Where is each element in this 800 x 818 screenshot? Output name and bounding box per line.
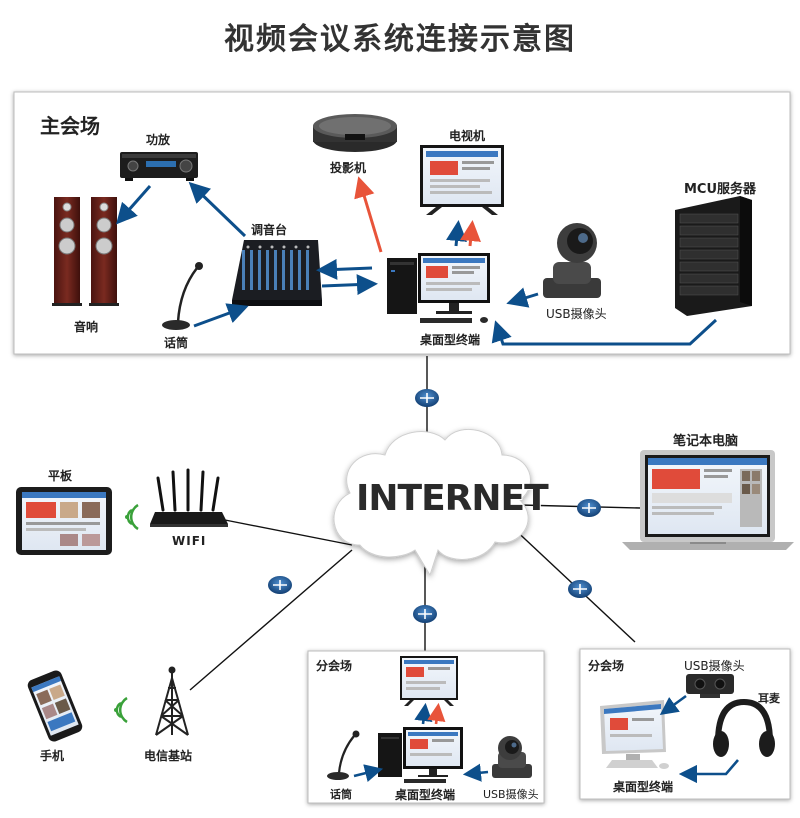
- branch1-usb-camera-label: USB摄像头: [483, 788, 539, 801]
- main-microphone-label: 话筒: [164, 336, 189, 350]
- power-amp-device: [120, 152, 198, 181]
- projector-label: 投影机: [330, 161, 367, 175]
- branch1-microphone-device: [327, 730, 360, 780]
- router-node-branch2: [568, 580, 592, 598]
- phone-label: 手机: [40, 749, 65, 763]
- tablet-device: [16, 487, 112, 555]
- branch1-desktop-terminal-device: [378, 727, 463, 783]
- arrow-mcu-to-desktop: [491, 318, 718, 346]
- main-tv-device: [420, 145, 504, 215]
- phone-wifi-signal-icon: [114, 696, 128, 724]
- branch2-headset-device: [713, 698, 775, 757]
- arrow-amp-to-speakers: [116, 185, 152, 225]
- phone-device: [27, 670, 83, 742]
- arrow-b1-mic-to-desktop: [353, 764, 384, 782]
- arrow-desktop-to-tv-red: [460, 220, 481, 247]
- arrow-b1-desktop-to-tv: [414, 702, 433, 725]
- branch1-usb-camera-device: [492, 736, 532, 778]
- router-node-laptop: [577, 499, 601, 517]
- branch1-desktop-terminal-label: 桌面型终端: [395, 788, 456, 802]
- internet-cloud: [333, 428, 531, 577]
- mixer-label: 调音台: [251, 223, 288, 237]
- laptop-label: 笔记本电脑: [673, 434, 739, 449]
- branch1-label: 分会场: [316, 659, 353, 673]
- arrow-b1-camera-to-desktop: [462, 763, 489, 782]
- tablet-wifi-signal-icon: [125, 503, 139, 531]
- router-node-branch1: [413, 605, 437, 623]
- speakers-device: [52, 197, 119, 306]
- arrow-camera-to-desktop: [506, 287, 539, 308]
- wifi-router-device: [150, 468, 228, 527]
- main-usb-camera-label: USB摄像头: [546, 307, 607, 321]
- arrow-b2-camera-to-desktop: [659, 694, 687, 716]
- mixer-device: [232, 240, 322, 306]
- projector-device: [313, 114, 397, 152]
- branch2-headset-label: 耳麦: [758, 692, 780, 705]
- power-amp-label: 功放: [146, 133, 171, 147]
- main-microphone-device: [162, 262, 203, 330]
- branch2-label: 分会场: [588, 659, 625, 673]
- link-internet-to-wifi: [224, 519, 353, 546]
- internet-label: INTERNET: [356, 478, 549, 519]
- arrow-desktop-to-mixer: [316, 258, 373, 280]
- tablet-label: 平板: [48, 469, 73, 483]
- mcu-server-label: MCU服务器: [684, 182, 757, 197]
- laptop-device: [622, 450, 794, 550]
- arrow-mixer-to-amp: [188, 181, 247, 238]
- main-venue-label: 主会场: [40, 114, 100, 138]
- mcu-server-device: [675, 196, 752, 316]
- base-station-label: 电信基站: [144, 749, 193, 763]
- arrow-b2-headset-to-desktop: [678, 759, 739, 784]
- main-venue-box: [13, 91, 791, 355]
- router-node-left: [268, 576, 292, 594]
- arrow-desktop-to-projector: [354, 176, 383, 253]
- branch1-tv-device: [400, 656, 458, 706]
- tv-label: 电视机: [449, 129, 486, 143]
- arrow-desktop-to-tv: [446, 220, 467, 247]
- link-internet-to-base: [189, 549, 353, 691]
- router-node-top: [415, 389, 439, 407]
- main-desktop-terminal-label: 桌面型终端: [420, 333, 481, 347]
- branch2-usb-camera-label: USB摄像头: [684, 659, 745, 673]
- branch2-desktop-terminal-device: [600, 700, 669, 769]
- main-usb-camera-device: [543, 223, 601, 298]
- page-title: 视频会议系统连接示意图: [224, 22, 576, 57]
- arrow-b1-desktop-to-tv-red: [427, 702, 446, 725]
- branch1-microphone-label: 话筒: [330, 788, 352, 801]
- arrow-mic-to-mixer: [193, 303, 249, 328]
- speakers-label: 音响: [74, 320, 99, 334]
- branch2-desktop-terminal-label: 桌面型终端: [613, 780, 674, 794]
- branch2-usb-camera-device: [686, 674, 734, 698]
- wifi-label: WIFI: [172, 534, 207, 548]
- main-desktop-terminal-device: [387, 253, 490, 323]
- base-station-device: [155, 666, 189, 736]
- arrow-mixer-to-desktop: [321, 274, 378, 296]
- router-nodes: [268, 389, 601, 623]
